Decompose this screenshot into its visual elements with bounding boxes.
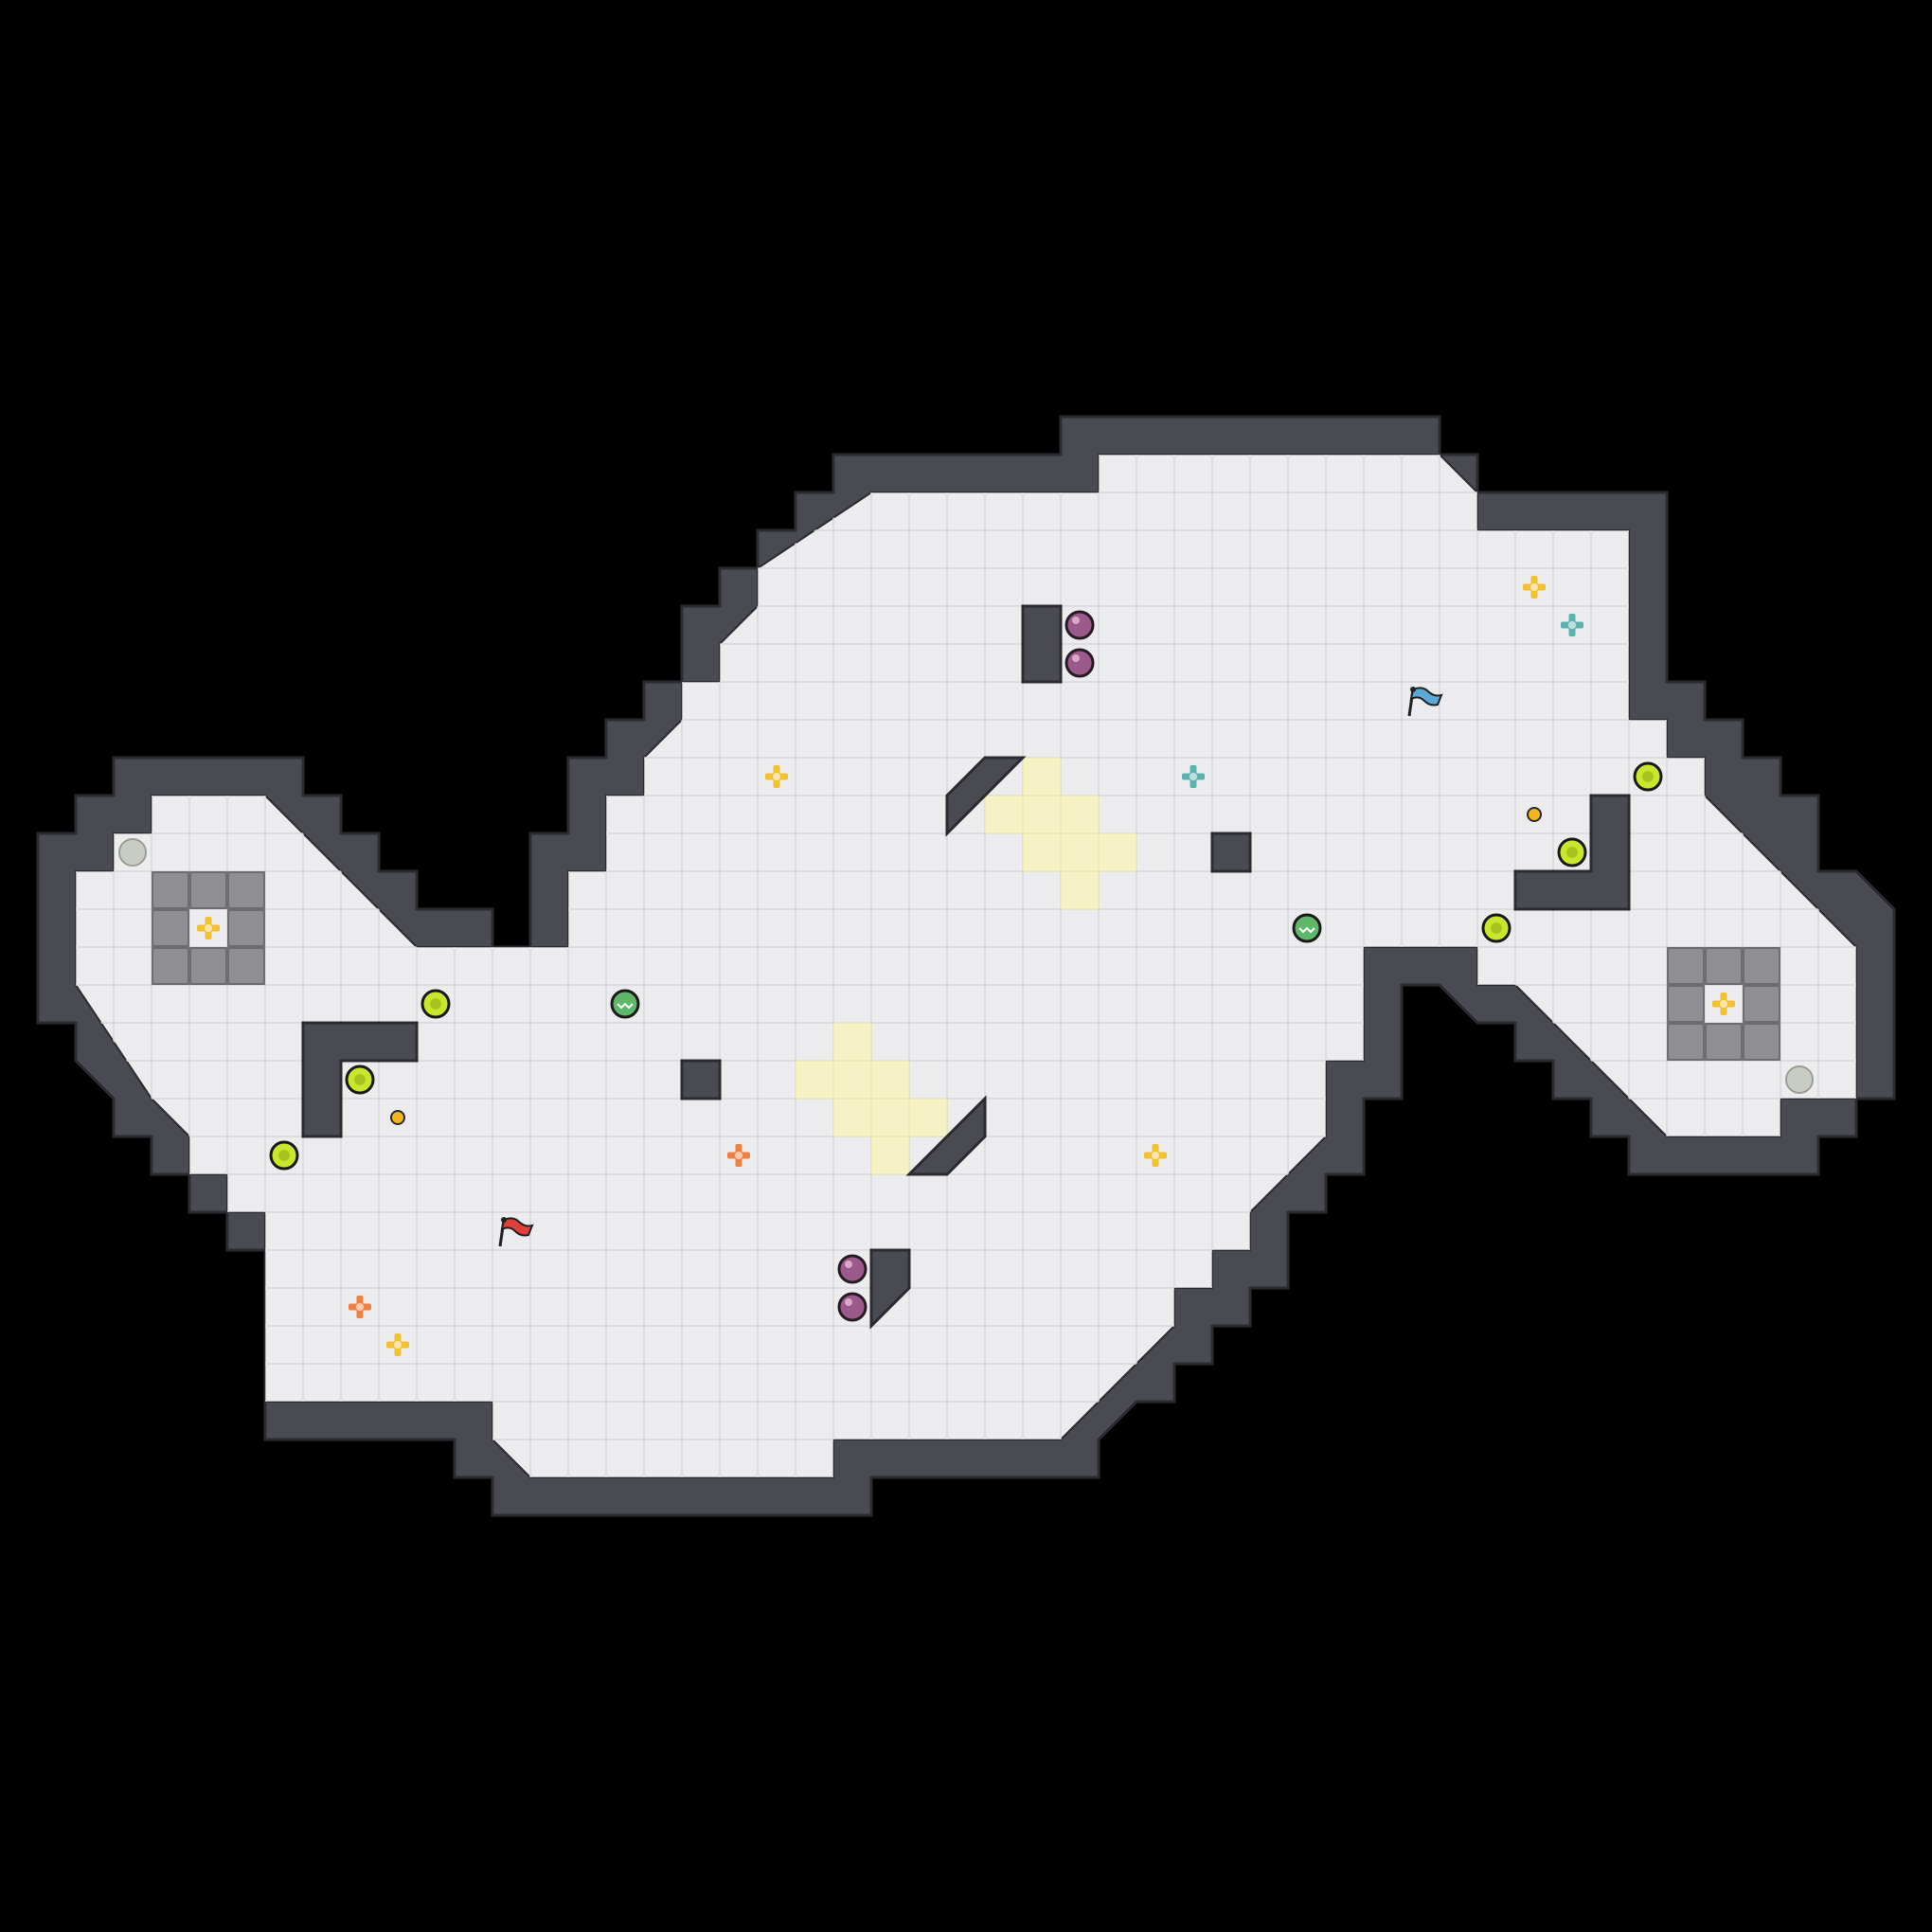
- potion-icon: [1064, 648, 1095, 678]
- wall-block-lower: [869, 1248, 911, 1330]
- potion-icon: [837, 1254, 868, 1284]
- flag-red-icon: [498, 1217, 534, 1247]
- spawn-teal-icon: [1182, 765, 1205, 788]
- coin-icon: [390, 1110, 405, 1125]
- ramp-zone-2: [795, 1022, 948, 1175]
- flag-blue-icon: [1407, 687, 1443, 717]
- wall-l-left: [301, 1021, 419, 1138]
- spawn-yellow-icon: [1144, 1144, 1167, 1167]
- speed-boost-icon: [1292, 913, 1322, 943]
- health-orb-icon: [345, 1064, 375, 1095]
- spawn-yellow-icon: [386, 1333, 409, 1356]
- health-orb-icon: [1481, 913, 1512, 943]
- blue-base-grate: [1667, 947, 1780, 1061]
- wall-pillar-center-left: [680, 1059, 722, 1100]
- health-orb-icon: [420, 989, 451, 1019]
- teleporter-icon: [1785, 1065, 1814, 1094]
- ramp-zone-1: [984, 757, 1137, 910]
- spawn-yellow-icon: [197, 917, 220, 939]
- spawn-orange-icon: [727, 1144, 750, 1167]
- floor-area: [75, 454, 1857, 1478]
- wall-l-right: [1513, 794, 1631, 911]
- potion-icon: [1064, 610, 1095, 640]
- wall-diagonal-upper: [945, 756, 1027, 837]
- wall-diagonal-lower: [905, 1095, 987, 1176]
- spawn-yellow-icon: [1712, 993, 1735, 1015]
- coin-icon: [1527, 807, 1542, 822]
- spawn-yellow-icon: [1523, 576, 1546, 599]
- teleporter-icon: [118, 838, 147, 867]
- health-orb-icon: [269, 1140, 299, 1171]
- red-base-grate: [152, 871, 265, 985]
- spawn-orange-icon: [349, 1296, 371, 1318]
- health-orb-icon: [1633, 761, 1663, 792]
- spawn-yellow-icon: [765, 765, 788, 788]
- wall-block-upper: [1021, 604, 1063, 684]
- speed-boost-icon: [610, 989, 640, 1019]
- potion-icon: [837, 1292, 868, 1322]
- health-orb-icon: [1557, 837, 1587, 868]
- wall-pillar-center-right: [1210, 832, 1252, 873]
- spawn-teal-icon: [1561, 614, 1583, 636]
